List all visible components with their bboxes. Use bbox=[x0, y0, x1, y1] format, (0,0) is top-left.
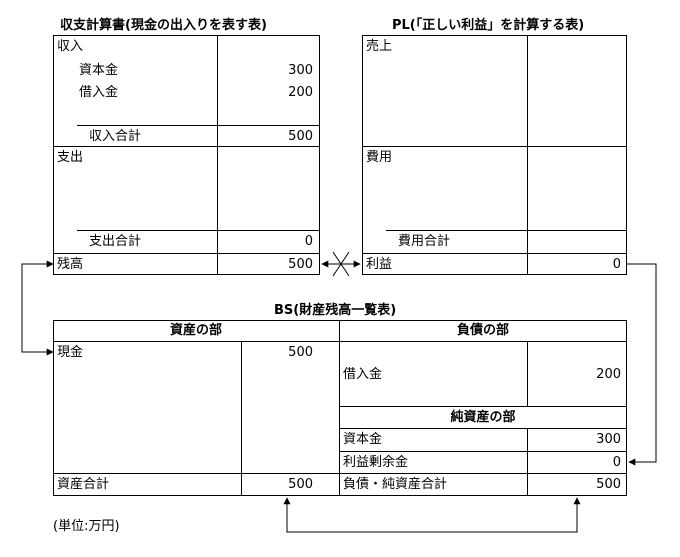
cf-expense-total-line bbox=[77, 230, 319, 231]
bs-net-assets-header: 純資産の部 bbox=[450, 410, 516, 425]
pl-cost-total-label: 費用合計 bbox=[398, 234, 451, 249]
bs-capital-line bbox=[339, 451, 627, 452]
cross-mark-b bbox=[332, 251, 350, 277]
cf-expense-header: 支出 bbox=[57, 150, 84, 165]
cf-table bbox=[53, 35, 320, 275]
bs-header-line bbox=[53, 341, 627, 342]
cf-expense-total-value: 0 bbox=[304, 234, 313, 249]
pl-divider bbox=[527, 35, 528, 275]
bs-liab-end-line bbox=[339, 406, 627, 407]
bs-net-header-line bbox=[339, 428, 627, 429]
cf-loan-value: 200 bbox=[288, 85, 313, 100]
bs-assets-total-value: 500 bbox=[288, 477, 313, 492]
bs-capital-label: 資本金 bbox=[343, 432, 383, 447]
bs-liab-divider-bottom bbox=[527, 428, 528, 496]
bs-retained-label: 利益剰余金 bbox=[343, 455, 409, 470]
bs-assets-divider bbox=[241, 341, 242, 496]
cf-balance-label: 残高 bbox=[57, 257, 84, 272]
unit-note: (単位:万円) bbox=[53, 519, 120, 534]
bs-liabilities-header: 負債の部 bbox=[456, 323, 509, 338]
bs-liab-net-total-value: 500 bbox=[596, 477, 621, 492]
bs-cash-value: 500 bbox=[288, 345, 313, 360]
totals-link-arrow bbox=[283, 497, 581, 533]
pl-profit-value: 0 bbox=[612, 257, 621, 272]
bs-mid-line bbox=[339, 320, 340, 496]
bs-liab-net-total-label: 負債・純資産合計 bbox=[343, 477, 448, 492]
cf-capital-label: 資本金 bbox=[79, 63, 119, 78]
bs-loan-value: 200 bbox=[596, 367, 621, 382]
cf-loan-label: 借入金 bbox=[79, 85, 119, 100]
pl-table bbox=[362, 35, 627, 275]
cf-expense-total-label: 支出合計 bbox=[89, 234, 142, 249]
cf-capital-value: 300 bbox=[288, 63, 313, 78]
bs-table bbox=[53, 320, 627, 496]
bs-loan-label: 借入金 bbox=[343, 367, 383, 382]
bs-liab-divider-top bbox=[527, 341, 528, 406]
bs-retained-value: 0 bbox=[612, 455, 621, 470]
cf-divider bbox=[217, 35, 218, 275]
pl-cost-total-line bbox=[386, 230, 626, 231]
cf-title: 収支計算書(現金の出入りを表す表) bbox=[60, 18, 267, 33]
cf-section-line bbox=[53, 146, 320, 147]
bs-assets-header: 資産の部 bbox=[169, 323, 222, 338]
profit-link-arrow bbox=[627, 263, 657, 466]
bs-total-line bbox=[53, 473, 627, 474]
bs-assets-total-label: 資産合計 bbox=[57, 477, 110, 492]
pl-cost-header: 費用 bbox=[366, 150, 393, 165]
pl-title: PL(「正しい利益」を計算する表) bbox=[392, 18, 585, 33]
cf-income-total-line bbox=[77, 125, 319, 126]
pl-sales-header: 売上 bbox=[366, 39, 393, 54]
cross-mark-a bbox=[332, 251, 350, 277]
cf-balance-value: 500 bbox=[288, 257, 313, 272]
pl-profit-line bbox=[362, 253, 627, 254]
pl-section-line bbox=[362, 146, 627, 147]
cf-income-header: 収入 bbox=[57, 39, 84, 54]
cf-balance-line bbox=[53, 253, 320, 254]
cash-link-arrow bbox=[21, 260, 54, 356]
bs-capital-value: 300 bbox=[596, 432, 621, 447]
cf-income-total-value: 500 bbox=[288, 129, 313, 144]
cf-income-total-label: 収入合計 bbox=[89, 129, 142, 144]
bs-cash-label: 現金 bbox=[57, 345, 84, 360]
pl-profit-label: 利益 bbox=[366, 257, 393, 272]
bs-title: BS(財産残高一覧表) bbox=[274, 303, 397, 318]
